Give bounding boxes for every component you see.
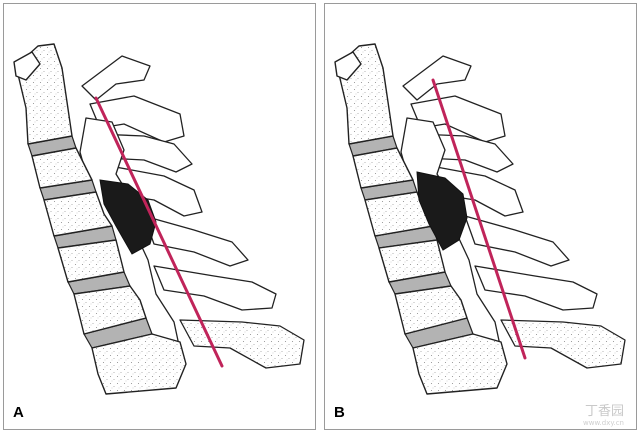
vertebral-bodies <box>334 43 508 395</box>
c7-spinous-process <box>179 319 305 369</box>
c7-body <box>91 333 187 395</box>
c6-body <box>394 285 468 335</box>
cervical-spine-diagram-a <box>13 43 305 395</box>
panel-a: A <box>3 3 316 430</box>
watermark-url: www.dxy.cn <box>583 419 624 427</box>
c1-anterior-arch <box>13 51 41 81</box>
vertebral-bodies <box>13 43 187 395</box>
intervertebral-discs <box>348 135 474 349</box>
c1-anterior-arch <box>334 51 362 81</box>
spinolaminar-line-b <box>431 78 527 360</box>
epidural-mass <box>416 171 468 251</box>
c3-body <box>31 147 93 189</box>
c4-body <box>43 191 113 237</box>
c1-posterior-arch <box>81 55 151 101</box>
c5-body <box>378 239 446 283</box>
c5-spinous-process <box>143 215 249 267</box>
c6-body <box>73 285 147 335</box>
panel-b: B 丁香园 www.dxy.cn <box>324 3 637 430</box>
c7-spinous-process <box>500 319 626 369</box>
c1-posterior-arch <box>402 55 472 101</box>
c5-spinous-process <box>464 215 570 267</box>
c7-body <box>412 333 508 395</box>
c6-spinous-process <box>474 265 598 311</box>
c6-spinous-process <box>153 265 277 311</box>
c5-body <box>57 239 125 283</box>
panel-label-a: A <box>13 404 24 421</box>
panel-label-b: B <box>334 404 345 421</box>
c3-body <box>352 147 414 189</box>
cervical-spine-diagram-b <box>334 43 626 395</box>
spinolaminar-line-a <box>94 96 224 368</box>
watermark-logo: 丁香园 <box>584 404 624 419</box>
